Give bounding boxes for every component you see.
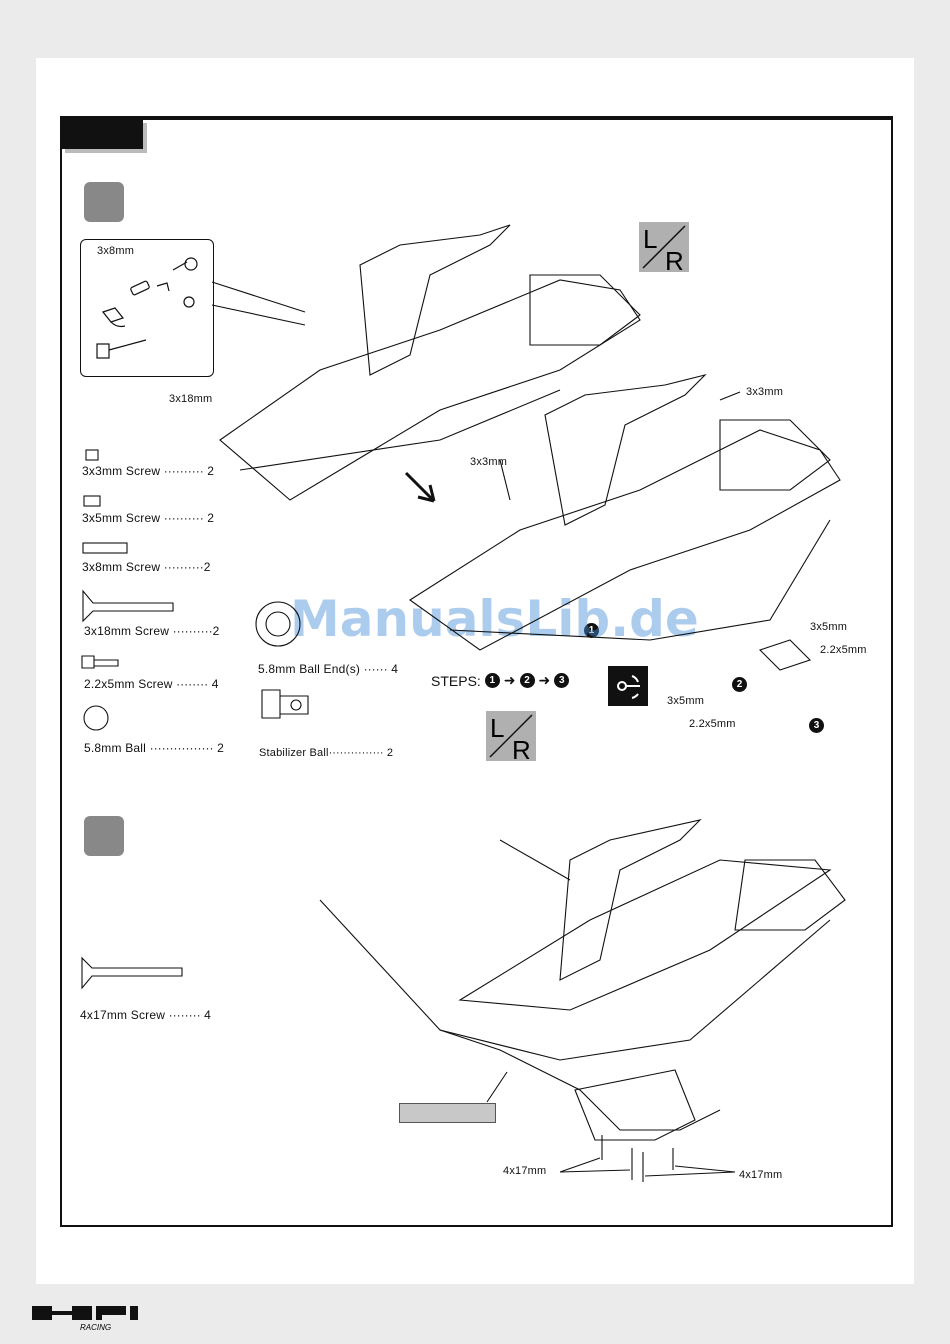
callout-3x18: 3x18mm [169, 393, 213, 405]
part-3x3-screw: 3x3mm Screw ·········· 2 [82, 464, 215, 478]
badge-step-2: 2 [732, 677, 747, 692]
svg-text:L: L [643, 224, 657, 254]
step-box-b [84, 816, 124, 856]
callout-4x17-left: 4x17mm [503, 1165, 547, 1177]
logo-subtext: RACING [80, 1323, 111, 1332]
left-right-icon: L R [639, 222, 689, 276]
watermark: ManualsLib.de [290, 590, 699, 648]
part-ball: 5.8mm Ball ················ 2 [84, 741, 224, 755]
inset-screw-label: 3x8mm [97, 245, 135, 257]
part-3x18-screw: 3x18mm Screw ··········2 [84, 624, 220, 638]
part-label-bar [399, 1103, 496, 1123]
steps-label: STEPS: [431, 672, 481, 689]
ball-end-inset [80, 239, 214, 377]
step-box-a [84, 182, 124, 222]
part-4x17-screw: 4x17mm Screw ········ 4 [80, 1008, 212, 1022]
left-right-icon-2: L R [486, 711, 536, 765]
steps-sequence: STEPS: 1➜ 2➜ 3 [431, 672, 570, 689]
part-3x5-screw: 3x5mm Screw ·········· 2 [82, 511, 215, 525]
callout-22x5-b: 2.2x5mm [689, 718, 736, 730]
part-3x8-screw: 3x8mm Screw ··········2 [82, 560, 211, 574]
wrench-tool-icon [608, 666, 648, 706]
svg-text:R: R [665, 246, 684, 272]
step-num-3: 3 [554, 673, 570, 688]
instruction-frame [60, 116, 893, 1227]
step-num-2: 2 [519, 673, 535, 688]
svg-text:R: R [512, 735, 531, 761]
badge-step-1: 1 [584, 623, 599, 638]
section-tab [61, 119, 143, 149]
part-22x5-screw: 2.2x5mm Screw ········ 4 [84, 677, 219, 691]
step-num-1: 1 [484, 673, 500, 688]
callout-3x5-b: 3x5mm [667, 695, 705, 707]
part-stabilizer-ball: Stabilizer Ball··············· 2 [259, 747, 394, 759]
hpi-racing-logo: RACING [30, 1302, 140, 1337]
svg-text:L: L [490, 713, 504, 743]
part-ball-end: 5.8mm Ball End(s) ······ 4 [258, 662, 399, 676]
callout-4x17-right: 4x17mm [739, 1169, 783, 1181]
callout-22x5-a: 2.2x5mm [820, 644, 867, 656]
callout-3x3-top: 3x3mm [746, 386, 784, 398]
callout-3x5-a: 3x5mm [810, 621, 848, 633]
callout-3x3-mid: 3x3mm [470, 456, 508, 468]
badge-step-3: 3 [809, 718, 824, 733]
